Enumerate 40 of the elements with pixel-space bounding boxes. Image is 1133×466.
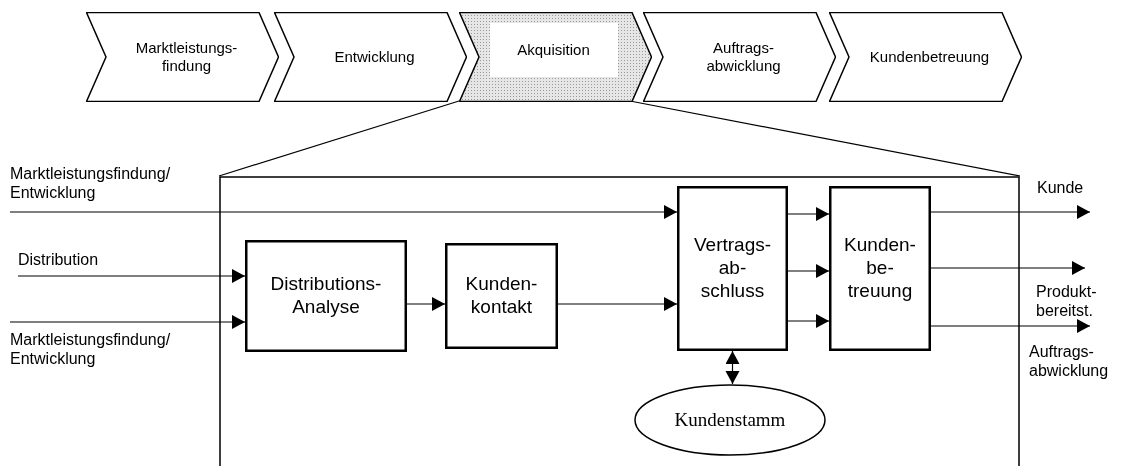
- step-label: Auftrags- abwicklung: [706, 39, 781, 75]
- flow-label: Auftrags- abwicklung: [1029, 342, 1109, 381]
- box-label: Kunden- be- treuung: [844, 234, 916, 303]
- arrow: [9, 315, 246, 329]
- process-box: [829, 186, 931, 351]
- box-label: Vertrags- ab- schluss: [693, 234, 772, 303]
- step-label: Marktleistungs- findung: [135, 39, 238, 75]
- step-label: Akquisition: [517, 41, 590, 59]
- box-label: Kunden- kontakt: [465, 273, 538, 319]
- zoom-line: [218, 100, 460, 177]
- arrow: [725, 350, 740, 385]
- flow-label: Produkt- bereitst.: [1036, 282, 1097, 321]
- box-label: Kundenstamm: [674, 408, 786, 432]
- process-box: [245, 240, 407, 352]
- value-chain-step: [829, 12, 1022, 102]
- arrow: [557, 297, 678, 311]
- flow-label: Kunde: [1037, 178, 1084, 198]
- arrow: [9, 205, 678, 219]
- box-label: Distributions- Analyse: [270, 273, 382, 319]
- value-chain-step: [459, 12, 652, 102]
- step-label: Entwicklung: [334, 48, 415, 66]
- process-box: [677, 186, 788, 351]
- arrow: [17, 269, 246, 283]
- step-label: Kundenbetreuung: [869, 48, 990, 66]
- arrow: [930, 319, 1091, 333]
- flow-label: Marktleistungsfindung/ Entwicklung: [10, 330, 171, 369]
- value-chain-step: [274, 12, 467, 102]
- data-store-ellipse: [634, 384, 826, 456]
- flow-label: Marktleistungsfindung/ Entwicklung: [10, 164, 171, 203]
- process-box: [445, 243, 558, 349]
- value-chain-step: [86, 12, 279, 102]
- value-chain-step: [643, 12, 836, 102]
- arrow: [787, 314, 830, 328]
- detail-frame: [219, 176, 1020, 466]
- flow-label: Distribution: [18, 250, 99, 270]
- arrow: [787, 207, 830, 221]
- arrow: [787, 264, 830, 278]
- arrow: [930, 261, 1086, 275]
- arrow: [930, 205, 1091, 219]
- arrow: [406, 297, 446, 311]
